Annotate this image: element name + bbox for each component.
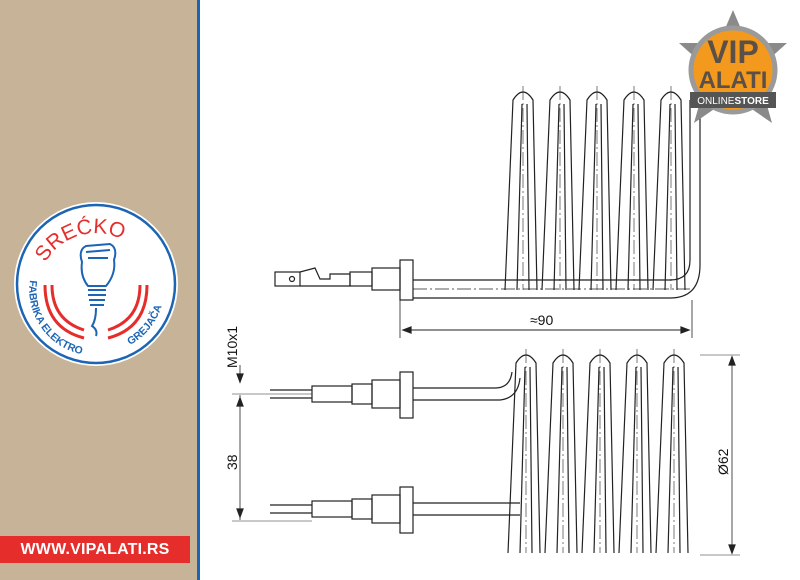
coil-turn bbox=[615, 91, 649, 291]
spacing-dimension-label: 38 bbox=[224, 454, 240, 470]
sidebar-divider bbox=[197, 0, 200, 580]
bottom-nut-lower bbox=[371, 494, 401, 524]
top-view bbox=[274, 86, 701, 338]
brand-sidebar: SREĆKO FABRIKA ELEKTRO GREJAČA WWW.VIPAL… bbox=[0, 0, 197, 580]
coil-turn bbox=[507, 354, 541, 554]
top-nut bbox=[371, 267, 401, 291]
coil-turn bbox=[544, 354, 578, 554]
bottom-nut-upper bbox=[371, 379, 401, 409]
length-dimension-label: ≈90 bbox=[530, 312, 553, 328]
srecko-logo: SREĆKO FABRIKA ELEKTRO GREJAČA bbox=[14, 202, 178, 366]
bottom-coils bbox=[507, 349, 689, 554]
bottom-view bbox=[232, 349, 740, 556]
fist-bulb-icon bbox=[79, 242, 117, 337]
coil-turn bbox=[581, 354, 615, 554]
svg-text:ONLINESTORE: ONLINESTORE bbox=[697, 96, 769, 107]
coil-turn bbox=[541, 91, 575, 291]
top-terminal-tab bbox=[274, 271, 301, 287]
vip-alati-store-badge[interactable]: VIP ALATI ONLINESTORE bbox=[672, 8, 794, 130]
top-tube-outer bbox=[413, 100, 691, 281]
diameter-dimension-label: Ø62 bbox=[715, 448, 731, 475]
bottom-flange-lower bbox=[399, 486, 414, 534]
top-terminal-crimp bbox=[299, 267, 351, 287]
coil-turn bbox=[655, 354, 689, 554]
svg-text:VIP: VIP bbox=[707, 34, 759, 70]
thread-dimension-label: M10x1 bbox=[224, 326, 240, 368]
coil-turn bbox=[504, 91, 538, 291]
svg-text:ALATI: ALATI bbox=[699, 67, 768, 94]
coil-turn bbox=[618, 354, 652, 554]
bottom-flange-upper bbox=[399, 371, 414, 419]
top-coils bbox=[504, 86, 686, 291]
heater-technical-drawing: ≈90 M10x1 38 Ø62 bbox=[224, 86, 740, 556]
website-banner[interactable]: WWW.VIPALATI.RS bbox=[0, 536, 190, 563]
coil-turn bbox=[578, 91, 612, 291]
top-flange bbox=[399, 259, 414, 301]
